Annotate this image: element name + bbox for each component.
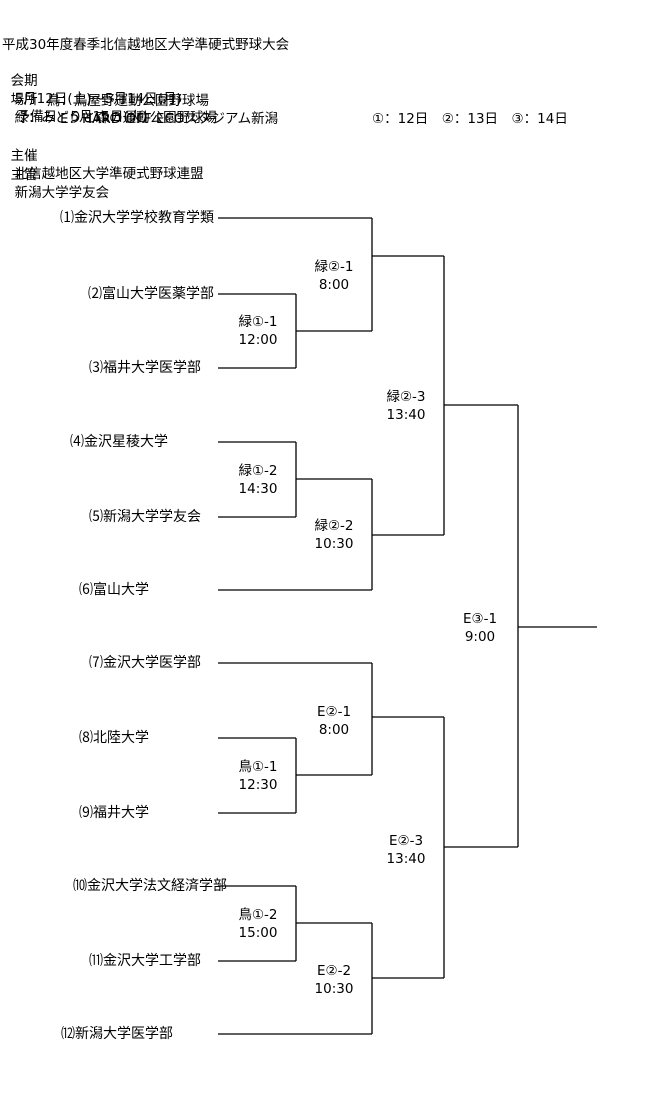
days-legend: ①：12日 ②：13日 ③：14日	[372, 111, 568, 127]
match-code: E②-3	[388, 833, 424, 849]
venue-tori: 鳥：鳥屋野運動公園野球場	[47, 93, 209, 109]
team-3: ⑶福井大学医学部	[89, 360, 201, 376]
match-e-2-1: E②-1 8:00	[294, 703, 374, 739]
match-code: 緑①-2	[238, 463, 278, 479]
match-code: E②-1	[316, 704, 352, 720]
match-code: 緑②-2	[314, 518, 354, 534]
match-code: 緑②-1	[314, 259, 354, 275]
team-10: ⑽金沢大学法文経済学部	[73, 878, 227, 894]
match-midori-1-2: 緑①-2 14:30	[218, 462, 298, 498]
reserve-day: 予備日 5月15日(火)	[16, 109, 148, 125]
match-final-e-3-1: E③-1 9:00	[440, 610, 520, 646]
match-code: 緑②-3	[386, 389, 426, 405]
match-time: 12:30	[238, 777, 278, 793]
match-midori-2-1: 緑②-1 8:00	[294, 258, 374, 294]
team-11: ⑾金沢大学工学部	[89, 953, 201, 969]
match-code: 鳥①-1	[238, 759, 278, 775]
organizer-name: 北信越地区大学準硬式野球連盟	[14, 166, 204, 182]
match-time: 13:40	[386, 407, 426, 423]
team-9: ⑼福井大学	[79, 805, 149, 821]
team-5: ⑸新潟大学学友会	[89, 509, 201, 525]
venue-line-1: 場所 緑：みどりと森の運動公園野球場	[2, 73, 218, 127]
match-code: E②-2	[316, 963, 352, 979]
match-time: 8:00	[318, 277, 350, 293]
match-e-2-2: E②-2 10:30	[294, 962, 374, 998]
match-time: 10:30	[314, 536, 354, 552]
match-code: 鳥①-2	[238, 907, 278, 923]
team-7: ⑺金沢大学医学部	[89, 655, 201, 671]
host-line: 主管 新潟大学学友会	[2, 148, 110, 202]
match-time: 13:40	[386, 851, 426, 867]
team-12: ⑿新潟大学医学部	[61, 1026, 173, 1042]
match-e-2-3: E②-3 13:40	[366, 832, 446, 868]
host-name: 新潟大学学友会	[14, 185, 110, 201]
match-tori-1-2: 鳥①-2 15:00	[218, 906, 298, 942]
venue-midori: 緑：みどりと森の運動公園野球場	[14, 110, 218, 126]
match-time: 8:00	[318, 722, 350, 738]
match-time: 14:30	[238, 481, 278, 497]
match-tori-1-1: 鳥①-1 12:30	[218, 758, 298, 794]
match-midori-2-2: 緑②-2 10:30	[294, 517, 374, 553]
period-line: 会期 5月12日(土)～5月14日(月) 予備日 5月15日(火)	[2, 54, 182, 126]
team-4: ⑷金沢星稜大学	[70, 434, 168, 450]
match-time: 12:00	[238, 332, 278, 348]
match-time: 10:30	[314, 981, 354, 997]
organizer-line: 主催 北信越地区大学準硬式野球連盟	[2, 129, 204, 183]
team-1: ⑴金沢大学学校教育学類	[60, 210, 214, 226]
organizer-label: 主催	[10, 148, 38, 164]
team-2: ⑵富山大学医薬学部	[88, 286, 214, 302]
team-6: ⑹富山大学	[79, 582, 149, 598]
venue-ecostadium: E：HARD OFF ECOスタジアム新潟	[60, 111, 279, 127]
match-time: 9:00	[464, 629, 496, 645]
host-label: 主管	[10, 167, 38, 183]
match-code: E③-1	[462, 611, 498, 627]
match-midori-1-1: 緑①-1 12:00	[218, 313, 298, 349]
match-time: 15:00	[238, 925, 278, 941]
period-label: 会期	[10, 73, 38, 89]
venue-label: 場所	[10, 92, 38, 108]
tournament-title: 平成30年度春季北信越地区大学準硬式野球大会	[2, 37, 290, 53]
match-midori-2-3: 緑②-3 13:40	[366, 388, 446, 424]
period-dates: 5月12日(土)～5月14日(月)	[14, 91, 182, 107]
team-8: ⑻北陸大学	[79, 730, 149, 746]
match-code: 緑①-1	[238, 314, 278, 330]
